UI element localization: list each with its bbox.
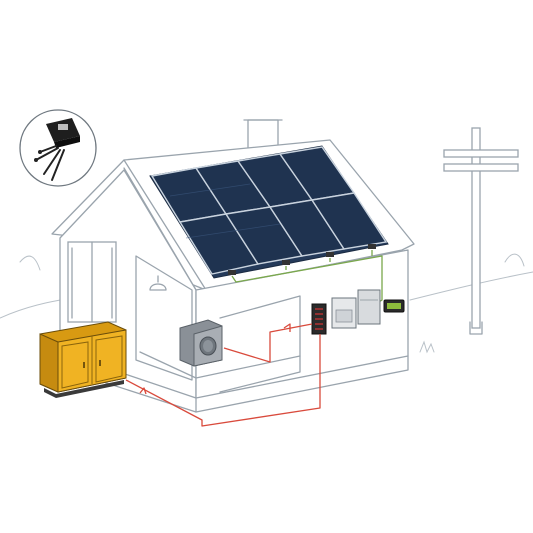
cutaway-left <box>135 255 193 381</box>
solar-panel-icon <box>149 145 389 279</box>
cutaway-floor <box>139 351 301 379</box>
grass-tuft <box>419 340 435 354</box>
roof-ridge <box>123 159 207 291</box>
wall-lamp-icon <box>149 275 167 291</box>
generator-icon <box>39 321 127 398</box>
ac-wire-arrow <box>139 387 147 395</box>
breaker-panel-icon <box>311 303 327 335</box>
optimizer-box <box>368 244 376 249</box>
cutaway-wall <box>219 295 301 393</box>
power-optimizer-icon <box>19 109 97 187</box>
ac-wire <box>125 334 321 427</box>
inverter-icon <box>331 297 357 329</box>
battery-icon <box>357 289 381 325</box>
dc-wire <box>285 250 373 270</box>
optimizer-box <box>326 252 334 257</box>
utility-pole-icon <box>443 127 519 335</box>
solar-panel <box>310 192 388 250</box>
ac-wire-arrow <box>283 323 291 332</box>
energy-meter-icon <box>383 299 405 313</box>
optimizer-box <box>228 270 236 275</box>
grass-tuft <box>19 253 525 271</box>
washing-machine-icon <box>179 319 223 367</box>
optimizer-box <box>282 260 290 265</box>
ac-wire <box>223 323 313 363</box>
window <box>67 241 117 323</box>
